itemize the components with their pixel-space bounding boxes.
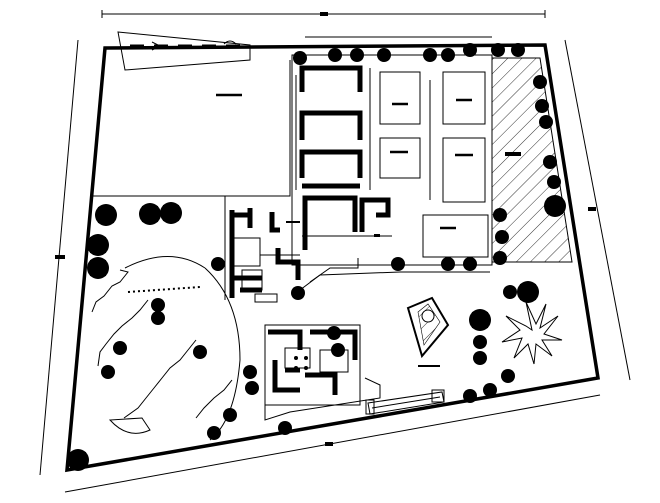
courtyard-building bbox=[264, 324, 381, 421]
dimension-lines bbox=[39, 10, 631, 493]
bench bbox=[365, 389, 445, 415]
property-boundary bbox=[65, 43, 600, 473]
tree-cluster bbox=[66, 42, 567, 472]
palm-tree-icon bbox=[501, 301, 563, 365]
pavilion bbox=[406, 296, 450, 367]
zone-divider bbox=[90, 60, 291, 197]
pathway bbox=[299, 271, 490, 291]
entrance-gate bbox=[117, 31, 251, 71]
service-block bbox=[229, 208, 301, 303]
main-building bbox=[291, 54, 493, 266]
terraced-steps bbox=[91, 256, 241, 441]
